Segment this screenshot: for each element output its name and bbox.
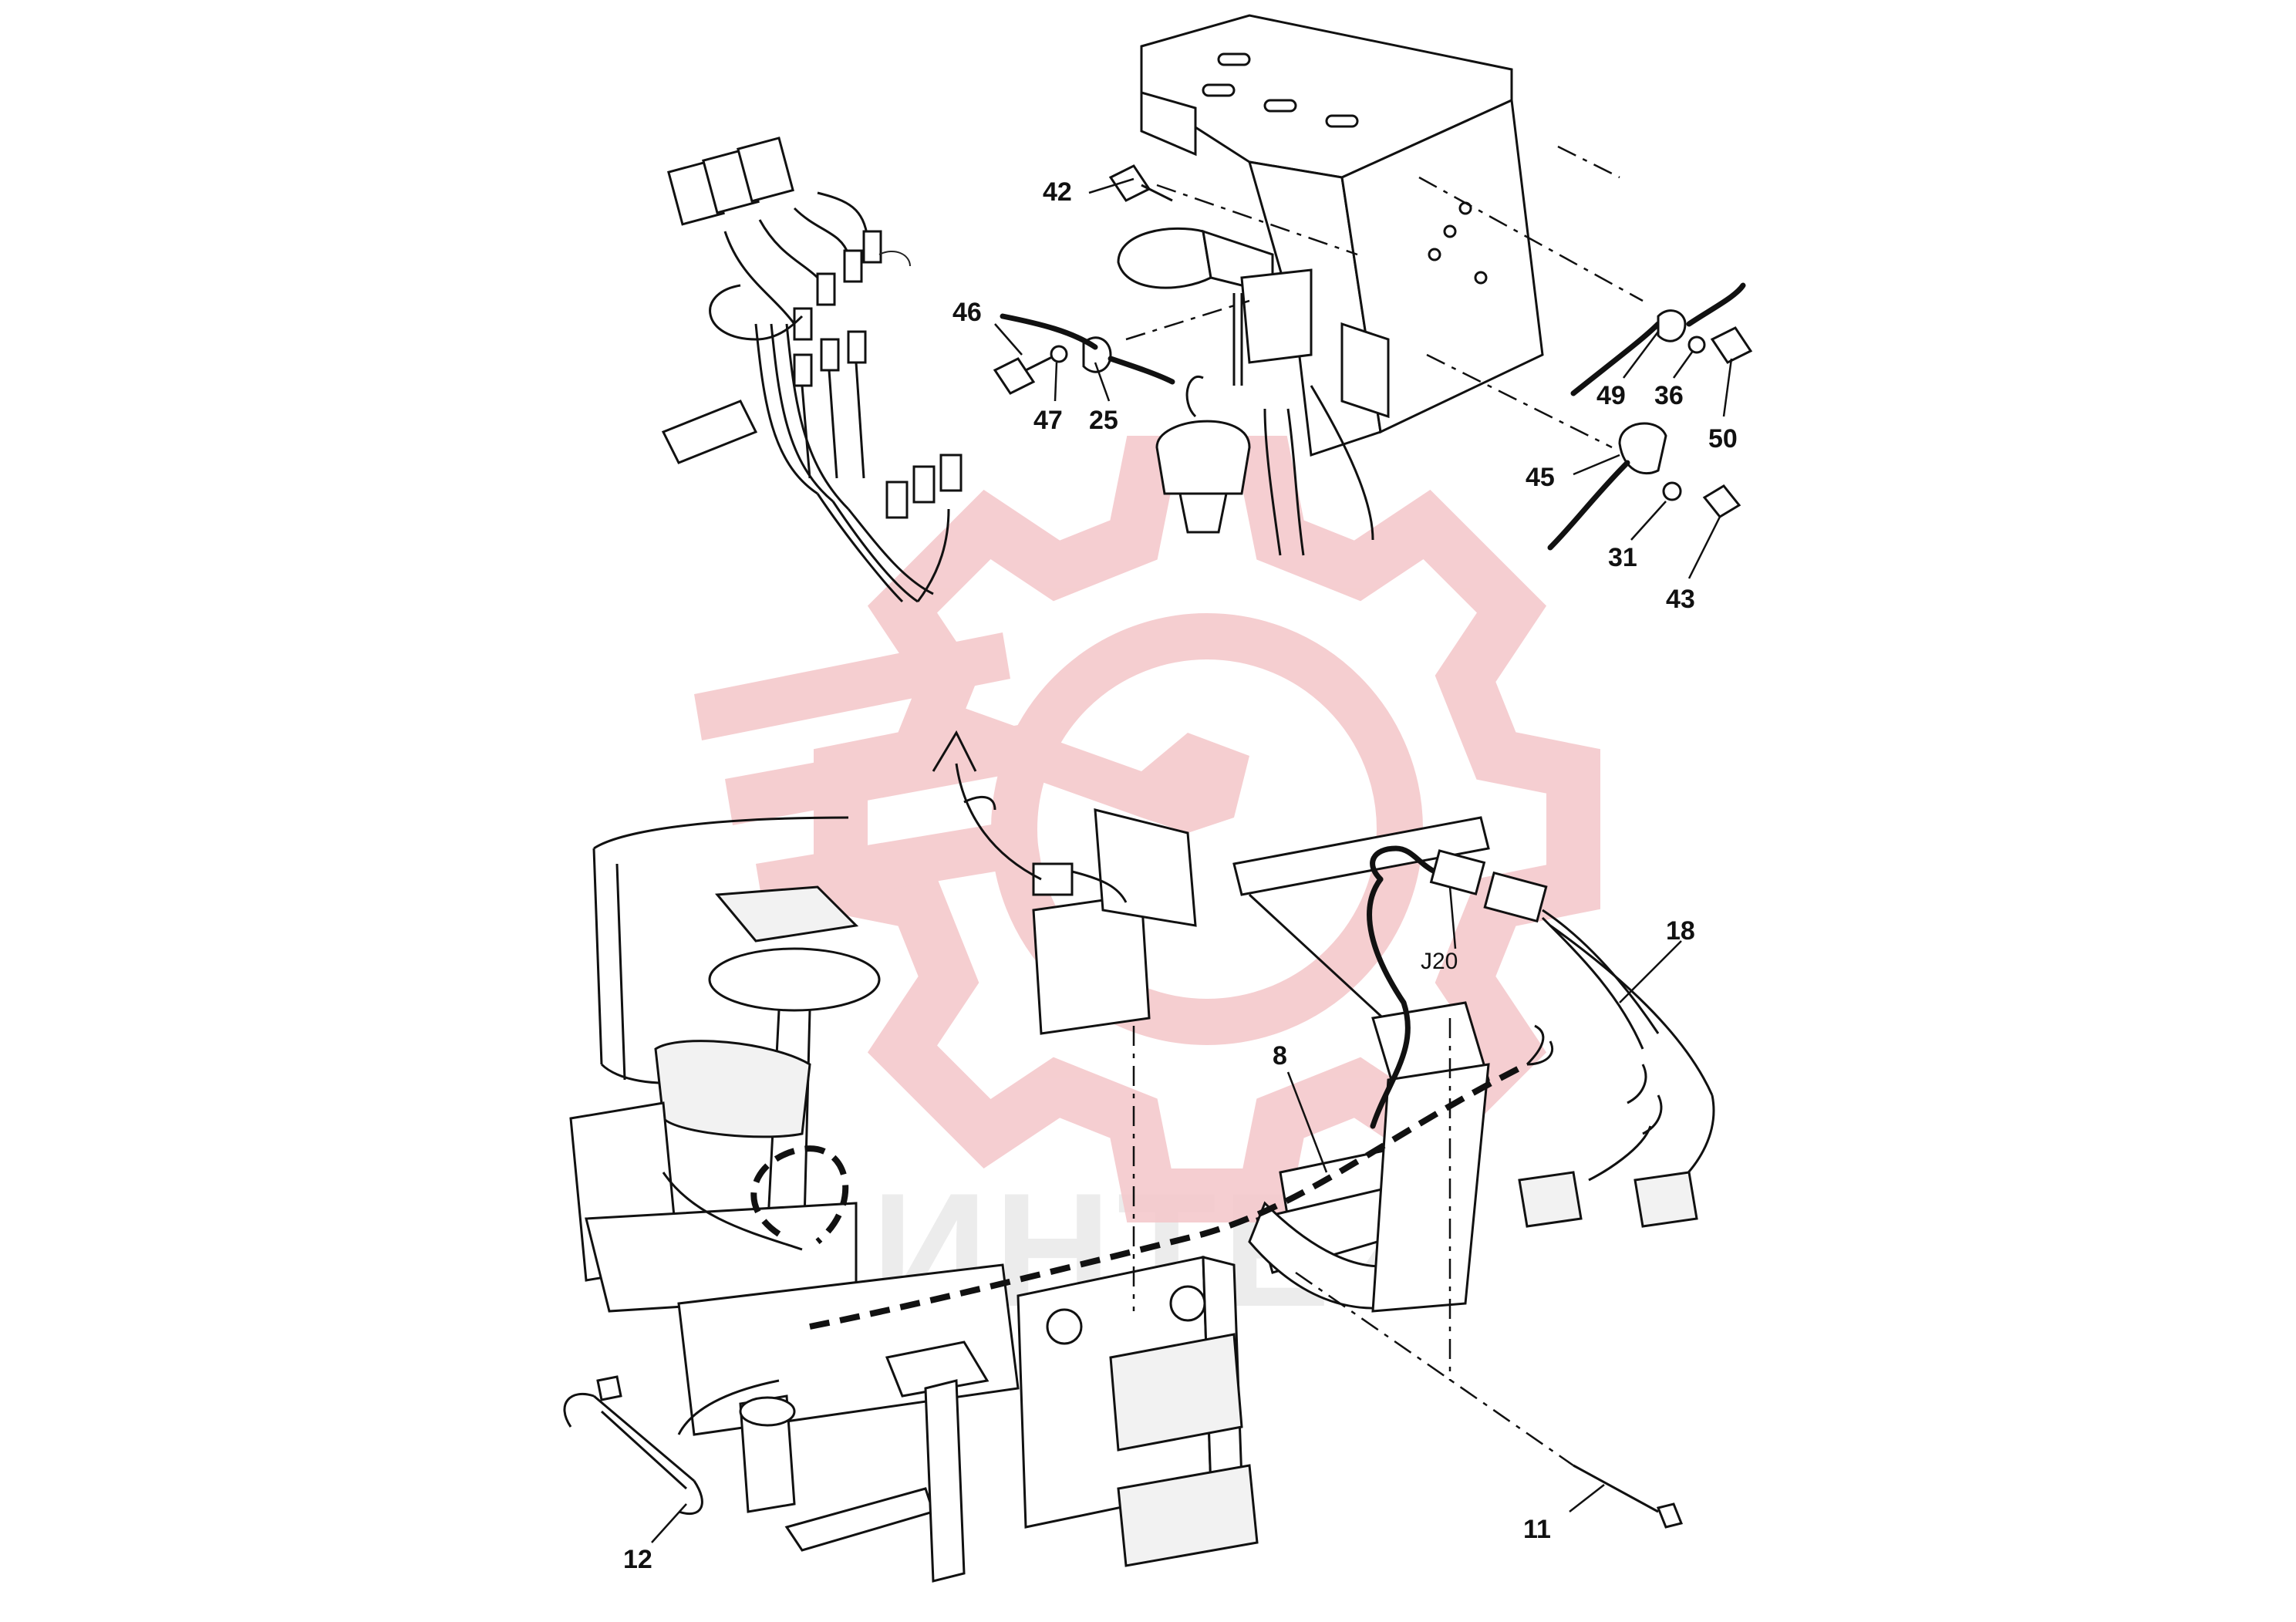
callout-j20: J20 [1421, 949, 1458, 974]
cable-harness-loop [750, 1145, 849, 1245]
watermark-gear-logo [694, 436, 1600, 1222]
callout-8: 8 [1273, 1041, 1287, 1071]
chassis-assembly [569, 816, 1490, 1583]
clamp-assembly [563, 1375, 780, 1516]
cable-harness-routing [809, 1061, 1529, 1330]
j20-connector-harness [1370, 845, 1715, 1228]
bolt-guide-line [1295, 1271, 1574, 1467]
callout-49: 49 [1596, 381, 1626, 410]
harness-end-hook-icon [1526, 1024, 1554, 1066]
callout-43: 43 [1666, 585, 1695, 614]
callout-50: 50 [1708, 424, 1738, 454]
mounting-bracket-assembly [1117, 14, 1544, 556]
callout-42: 42 [1043, 177, 1072, 207]
control-module [963, 795, 1197, 1035]
assembly-guide-lines [1125, 145, 1644, 449]
fasteners-top [993, 164, 1753, 551]
harness-to-j20 [1367, 876, 1411, 1129]
callout-47: 47 [1033, 406, 1063, 435]
callout-31: 31 [1608, 543, 1637, 572]
callout-11: 11 [1523, 1515, 1551, 1544]
detail-arrow-icon [932, 730, 1042, 881]
callout-45: 45 [1526, 463, 1555, 492]
callout-25: 25 [1089, 406, 1118, 435]
callout-leaders [651, 177, 1733, 1543]
watermark-stripe [725, 725, 1026, 825]
watermark-stripe [694, 632, 1010, 740]
solenoid-harness-assembly [661, 137, 963, 603]
callout-36: 36 [1654, 381, 1684, 410]
callout-12: 12 [623, 1545, 652, 1574]
long-bolt [1573, 1464, 1684, 1529]
callout-18: 18 [1666, 916, 1695, 946]
watermark-stripe [756, 818, 1041, 910]
callout-46: 46 [952, 298, 982, 327]
